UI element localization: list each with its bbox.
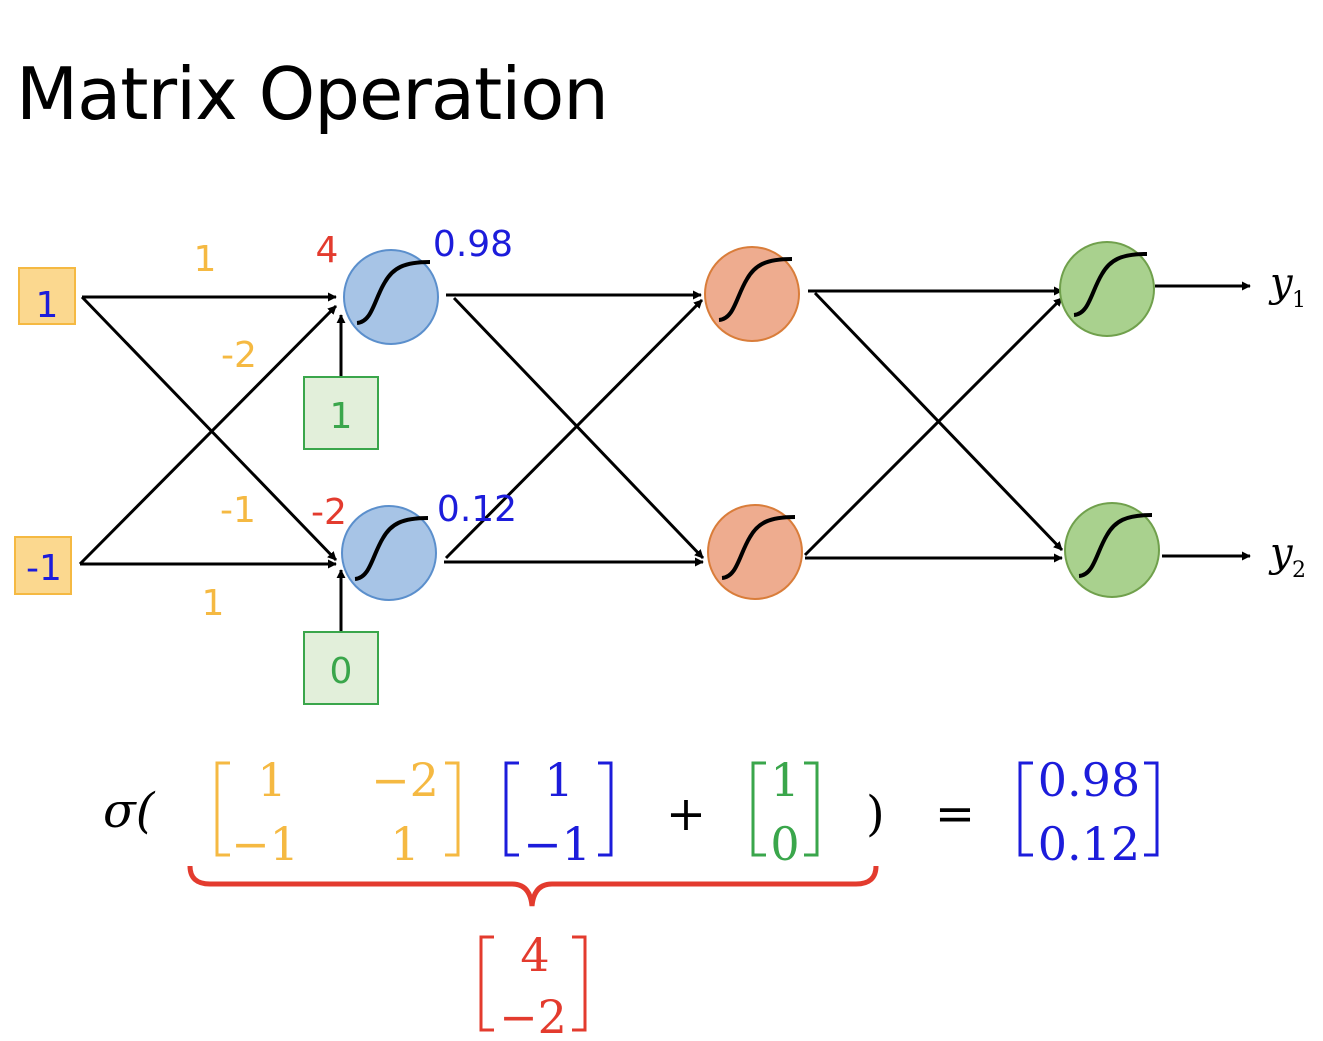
vector-cell: 1 <box>770 753 799 807</box>
vector-cell: 1 <box>544 753 573 807</box>
activation-1: 0.98 <box>433 224 513 265</box>
vector-cell: 0 <box>770 817 799 871</box>
input-box <box>14 536 72 595</box>
output-subscript: 2 <box>1292 558 1306 583</box>
matrix-equation: σ( 1 −2 −1 1 1 −1 + <box>103 753 1159 1041</box>
preactivation-2: -2 <box>311 492 347 533</box>
bracket-right <box>445 761 460 857</box>
input-x1: 1 <box>18 267 76 326</box>
edge-x2-n11 <box>78 304 338 566</box>
bias-b2: 0 <box>303 631 379 705</box>
weight-labels: 1 -2 -1 1 <box>194 239 257 624</box>
edge-x1-n12 <box>80 295 338 562</box>
bias-box <box>303 631 379 705</box>
bias-value: 0 <box>330 651 353 692</box>
edge-n11-n22 <box>452 296 705 560</box>
sigma-symbol: σ( <box>103 783 156 839</box>
bracket-left <box>1018 761 1033 857</box>
output-var: y <box>1268 260 1294 306</box>
sigmoid-icon <box>718 257 793 322</box>
result-vector: 0.98 0.12 <box>1018 753 1159 871</box>
matrix-cell: −1 <box>231 817 299 871</box>
vector-cell: 0.98 <box>1038 753 1140 807</box>
vector-cell: 4 <box>520 928 549 982</box>
page-title: Matrix Operation <box>16 52 609 136</box>
vector-cell: −1 <box>523 817 591 871</box>
edge-n12-n21 <box>444 298 704 560</box>
neuron-layer2-2 <box>707 504 803 600</box>
weight-w21: -1 <box>220 490 256 531</box>
neuron-layer3-2 <box>1064 502 1160 598</box>
neuron-layer1-1 <box>343 249 439 345</box>
input-value: 1 <box>36 285 59 326</box>
bias-vector: 1 0 <box>751 753 819 871</box>
bias-value: 1 <box>330 396 353 437</box>
neuron-value-labels: 4 -2 0.98 0.12 <box>311 224 517 533</box>
bias-b1: 1 <box>303 376 379 450</box>
sigmoid-icon <box>1078 513 1153 578</box>
input-x2: -1 <box>14 536 72 595</box>
activation-2: 0.12 <box>437 489 517 530</box>
bracket-right <box>598 761 613 857</box>
input-vector: 1 −1 <box>504 753 613 871</box>
bracket-right <box>804 761 819 857</box>
output-label-y2: y 2 <box>1268 530 1306 583</box>
sigmoid-icon <box>1073 252 1148 317</box>
preactivation-1: 4 <box>316 230 339 271</box>
bracket-right <box>1144 761 1159 857</box>
weight-w22: 1 <box>202 583 225 624</box>
sigmoid-icon <box>721 515 796 580</box>
bias-box <box>303 376 379 450</box>
matrix-cell: 1 <box>390 817 419 871</box>
network-edges <box>78 281 1251 632</box>
output-label-y1: y 1 <box>1268 260 1306 313</box>
weight-w12: -2 <box>221 335 257 376</box>
sigmoid-icon <box>356 260 431 325</box>
bracket-right <box>572 935 587 1032</box>
bracket-left <box>504 761 519 857</box>
vector-cell: −2 <box>499 990 567 1041</box>
neuron-circle <box>341 505 437 601</box>
bracket-left <box>479 935 494 1032</box>
matrix-cell: 1 <box>257 753 286 807</box>
equals-sign: = <box>935 786 975 842</box>
weight-w11: 1 <box>194 239 217 280</box>
neuron-layer3-1 <box>1059 241 1155 337</box>
preactivation-vector: 4 −2 <box>479 928 587 1041</box>
vector-cell: 0.12 <box>1038 817 1140 871</box>
sigmoid-icon <box>354 516 429 581</box>
bracket-left <box>215 761 230 857</box>
output-subscript: 1 <box>1292 288 1306 313</box>
matrix-cell: −2 <box>371 753 439 807</box>
bracket-left <box>751 761 766 857</box>
close-paren: ) <box>866 786 885 842</box>
edge-n22-n31 <box>803 296 1064 557</box>
neuron-circle <box>343 249 439 345</box>
input-value: -1 <box>26 548 62 589</box>
weight-matrix: 1 −2 −1 1 <box>215 753 460 871</box>
input-box <box>18 267 76 325</box>
underbrace <box>187 865 879 907</box>
neuron-layer1-2 <box>341 505 437 601</box>
output-var: y <box>1268 530 1294 576</box>
plus-sign: + <box>666 786 706 842</box>
neuron-layer2-1 <box>704 246 800 342</box>
